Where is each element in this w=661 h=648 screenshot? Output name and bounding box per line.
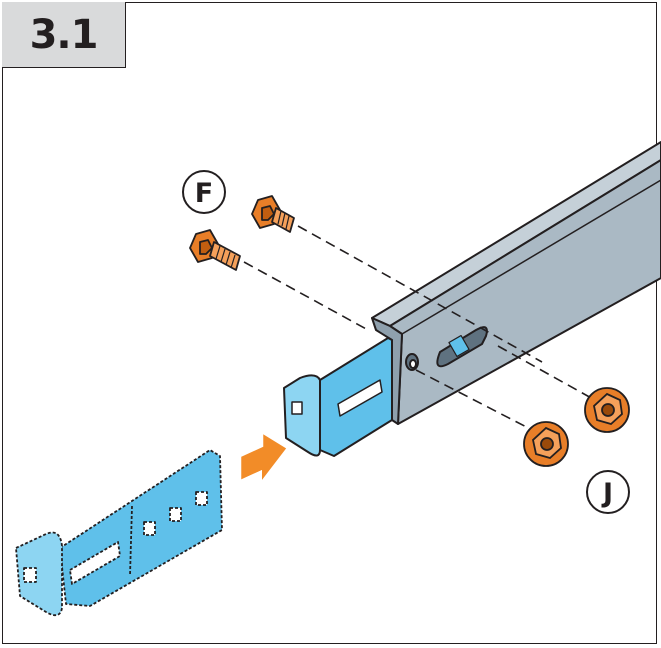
step-header: 3.1	[2, 2, 126, 68]
callout-f: F	[182, 170, 226, 214]
insert-arrow-icon	[238, 429, 290, 502]
bracket-loose	[15, 449, 223, 617]
rail-channel	[371, 141, 661, 425]
step-number: 3.1	[29, 11, 99, 58]
flange-nut-icon	[584, 387, 630, 433]
callout-j-label: J	[601, 478, 613, 509]
callout-j: J	[586, 470, 630, 514]
bracket-attached	[283, 337, 393, 457]
screw-icon	[251, 195, 295, 233]
flange-nut-icon	[523, 421, 569, 467]
screw-icon	[189, 229, 241, 271]
callout-f-label: F	[195, 178, 213, 209]
alignment-lines	[243, 225, 603, 435]
